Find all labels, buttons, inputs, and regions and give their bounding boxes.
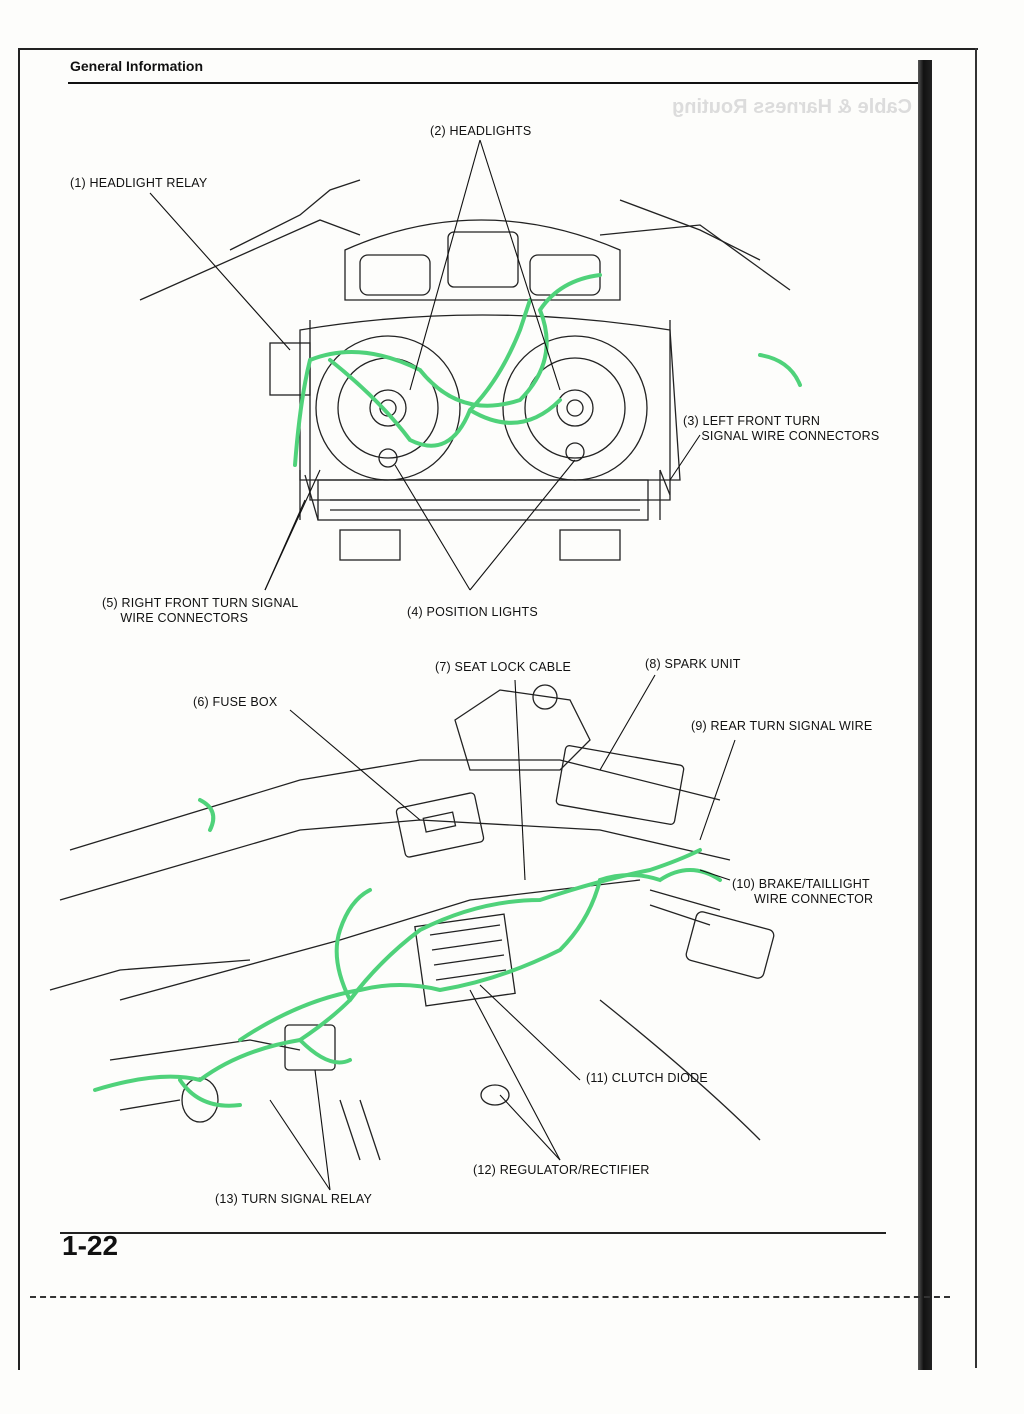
label-position-lights: (4) POSITION LIGHTS: [407, 605, 538, 619]
label-seat-lock-cable: (7) SEAT LOCK CABLE: [435, 660, 572, 674]
page-right-border: [975, 48, 977, 1368]
label-clutch-diode: (11) CLUTCH DIODE: [586, 1071, 708, 1085]
underseat-illustration: [49, 684, 775, 1161]
rear-harness-highlight: [93, 798, 722, 1108]
label-brake-taillight-connector: (10) BRAKE/TAILLIGHT WIRE CONNECTOR: [732, 877, 874, 906]
label-right-front-turn-signal: (5) RIGHT FRONT TURN SIGNAL WIRE CONNECT…: [102, 596, 299, 625]
page-frame: [18, 48, 978, 1370]
front-view-illustration: [139, 179, 791, 561]
front-harness-highlight: [293, 273, 802, 467]
bottom-leader-lines: [269, 674, 736, 1191]
label-headlight-relay: (1) HEADLIGHT RELAY: [70, 176, 208, 190]
top-leader-lines: [149, 139, 701, 591]
label-left-front-turn-signal: (3) LEFT FRONT TURN SIGNAL WIRE CONNECTO…: [683, 414, 880, 443]
label-headlights: (2) HEADLIGHTS: [430, 124, 532, 138]
label-rear-turn-signal-wire: (9) REAR TURN SIGNAL WIRE: [691, 719, 873, 733]
page-number: 1-22: [62, 1230, 119, 1261]
title-rule: [68, 82, 918, 84]
scan-dashed-line: [30, 1296, 950, 1298]
label-regulator-rectifier: (12) REGULATOR/RECTIFIER: [473, 1163, 650, 1177]
footer-rule: [60, 1232, 886, 1234]
label-spark-unit: (8) SPARK UNIT: [645, 657, 741, 671]
label-fuse-box: (6) FUSE BOX: [193, 695, 278, 709]
label-turn-signal-relay: (13) TURN SIGNAL RELAY: [215, 1192, 372, 1206]
section-title: General Information: [70, 58, 204, 74]
scan-shadow-edge: [918, 60, 932, 1370]
